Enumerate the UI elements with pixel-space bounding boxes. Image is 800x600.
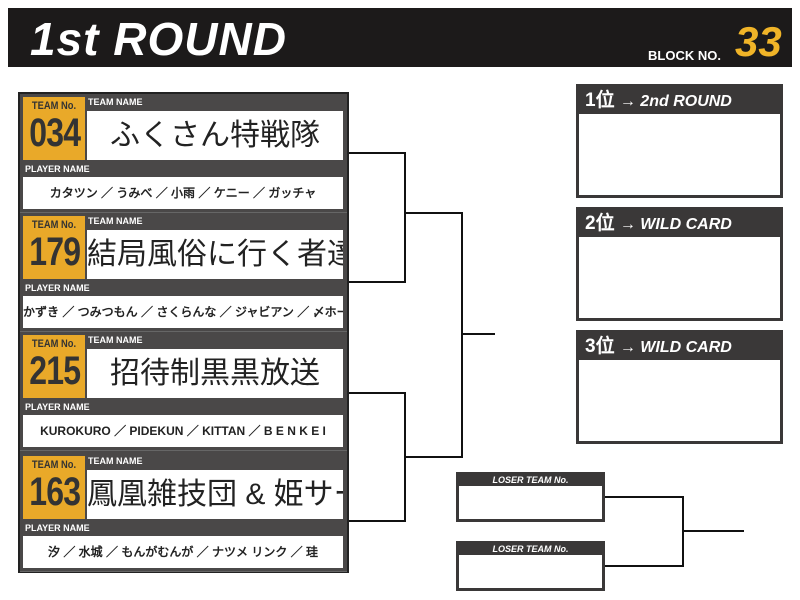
team-number: 179 [29, 230, 81, 274]
team-name-label: TEAM NAME [88, 456, 143, 466]
loser-box[interactable]: LOSER TEAM No. [456, 541, 605, 591]
player-name-label: PLAYER NAME [25, 283, 90, 293]
result-box-1st[interactable]: 1位 → 2nd ROUND [576, 84, 783, 198]
team-number-box: TEAM No.215 [23, 335, 85, 398]
bracket-line [349, 392, 405, 394]
player-names: かずき ／ つみつもん ／ さくらんな ／ ジャビアン ／ 〆ホーキ [23, 296, 343, 328]
bracket-line [605, 496, 684, 498]
team-number: 034 [29, 111, 81, 155]
rank-label: 2位 [585, 213, 615, 234]
page-title: 1st ROUND [30, 13, 287, 65]
team-number-box: TEAM No.163 [23, 456, 85, 519]
result-header: 3位 → WILD CARD [579, 333, 780, 360]
bracket-line [461, 333, 495, 335]
header-bar: 1st ROUND BLOCK NO. 33 [8, 8, 792, 67]
player-name-label: PLAYER NAME [25, 164, 90, 174]
team-number: 163 [29, 470, 81, 514]
destination-label: → WILD CARD [619, 339, 732, 356]
player-names: カタツン ／ うみべ ／ 小雨 ／ ケニー ／ ガッチャ [23, 177, 343, 209]
team-name-label: TEAM NAME [88, 335, 143, 345]
player-name-label: PLAYER NAME [25, 402, 90, 412]
result-header: 1位 → 2nd ROUND [579, 87, 780, 114]
rank-label: 3位 [585, 336, 615, 357]
destination-label: → WILD CARD [619, 216, 732, 233]
player-name-label: PLAYER NAME [25, 523, 90, 533]
bracket-line [349, 152, 405, 154]
result-header: 2位 → WILD CARD [579, 210, 780, 237]
loser-header: LOSER TEAM No. [459, 475, 602, 486]
bracket-line [349, 520, 405, 522]
loser-header: LOSER TEAM No. [459, 544, 602, 555]
team-name: ふくさん特戦隊 [87, 111, 343, 160]
loser-box[interactable]: LOSER TEAM No. [456, 472, 605, 522]
team-name-label: TEAM NAME [88, 216, 143, 226]
bracket-line [682, 530, 744, 532]
block-label: BLOCK NO. [648, 48, 721, 63]
team-name-label: TEAM NAME [88, 97, 143, 107]
player-names: KUROKURO ／ PIDEKUN ／ KITTAN ／ B E N K E … [23, 415, 343, 447]
bracket-line [404, 212, 463, 214]
team-number-box: TEAM No.179 [23, 216, 85, 279]
team-no-label: TEAM No. [31, 459, 77, 471]
bracket-line [461, 212, 463, 458]
team-no-label: TEAM No. [31, 219, 77, 231]
bracket-line [605, 565, 684, 567]
team-no-label: TEAM No. [31, 100, 77, 112]
bracket-line [349, 281, 405, 283]
block-number: 33 [735, 18, 782, 65]
player-names: 汐 ／ 水城 ／ もんがむんが ／ ナツメ リンク ／ 珪 [23, 536, 343, 568]
team-name: 鳳凰雑技団 & 姫サーの忍 [87, 470, 343, 519]
result-box-3rd[interactable]: 3位 → WILD CARD [576, 330, 783, 444]
team-name: 結局風俗に行く者達 [87, 230, 343, 279]
result-box-2nd[interactable]: 2位 → WILD CARD [576, 207, 783, 321]
bracket-line [404, 152, 406, 283]
team-number: 215 [29, 349, 81, 393]
team-name: 招待制黒黒放送 [87, 349, 343, 398]
team-no-label: TEAM No. [31, 338, 77, 350]
bracket-line [404, 456, 463, 458]
rank-label: 1位 [585, 90, 615, 111]
destination-label: → 2nd ROUND [619, 93, 732, 110]
team-number-box: TEAM No.034 [23, 97, 85, 160]
